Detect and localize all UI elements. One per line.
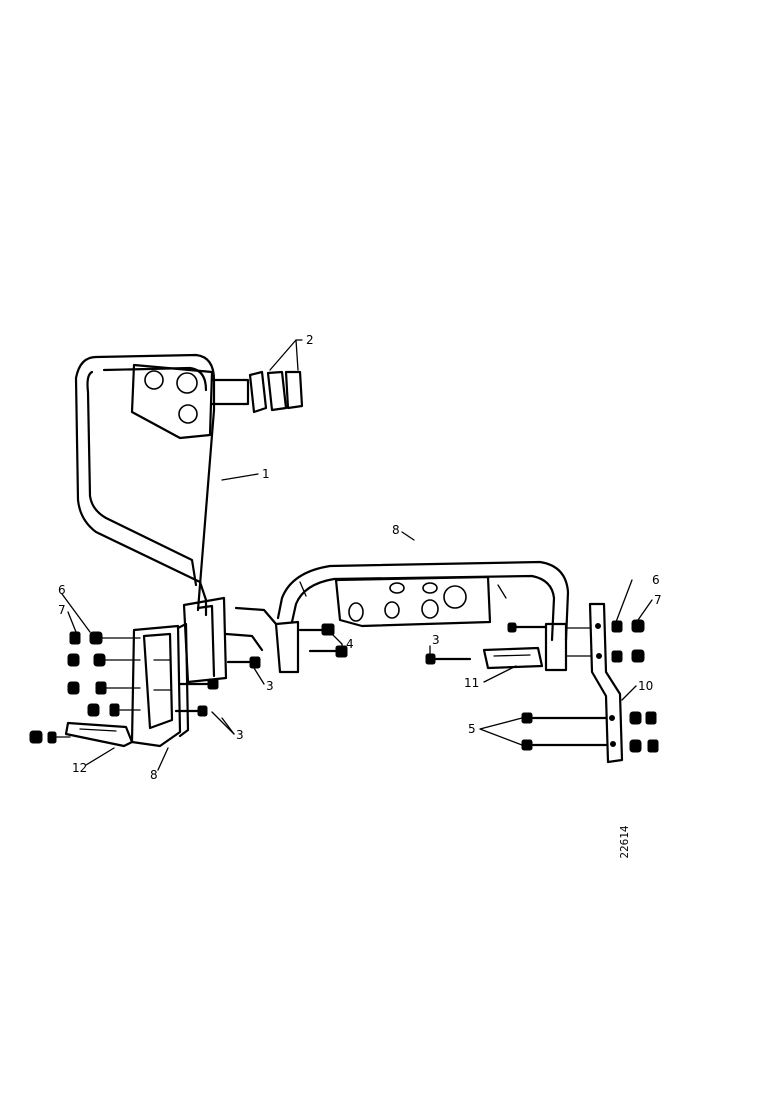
left-bracket-part-8 [130,622,190,748]
left-fasteners [29,631,261,744]
leader-lines [61,339,653,771]
callout-8-bottom: 8 [150,768,158,782]
right-strap-part-10 [588,602,624,764]
figure-reference-number: 22614 [618,825,631,858]
callout-7-right: 7 [654,593,662,607]
callout-4: 4 [346,637,354,651]
callout-8-top: 8 [392,523,400,537]
right-fasteners [521,619,659,753]
callout-3-bottom: 3 [236,728,244,742]
callout-3-middle: 3 [432,633,440,647]
callout-12: 12 [72,761,87,775]
callout-3-left: 3 [266,679,274,693]
callout-7-left: 7 [58,603,66,617]
callout-10: 10 [638,679,653,693]
callout-6-left: 6 [58,583,66,597]
upright-frame-part-1 [74,353,304,684]
callout-2: 2 [306,333,314,347]
callout-1: 1 [262,467,270,481]
clip-part-12 [64,721,134,748]
callout-11: 11 [464,676,479,690]
lower-fasteners [298,622,548,670]
callout-labels: 1 2 3 3 3 4 5 6 6 7 7 8 8 10 11 12 [58,333,662,782]
callout-6-right: 6 [652,573,660,587]
callout-5: 5 [468,722,476,736]
lower-frame-part-9 [224,560,570,674]
